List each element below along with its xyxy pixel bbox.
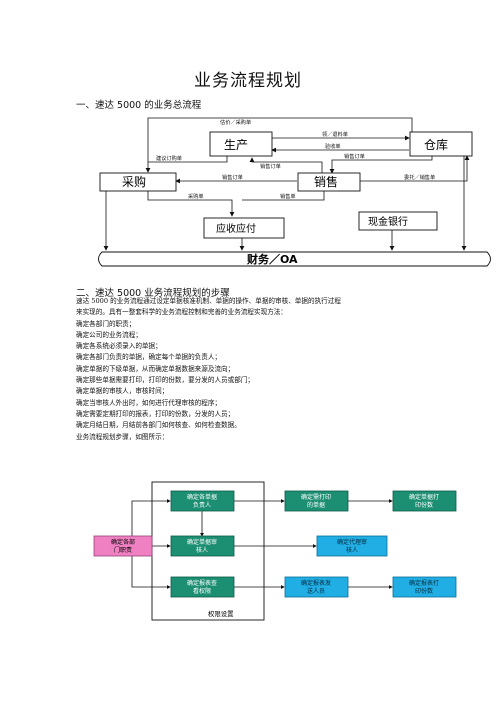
label-consign-sales: 委托／销售单 <box>404 173 435 181</box>
node-row3-b-line: 送人员 <box>307 587 325 595</box>
node-row3-a-line: 看权限 <box>193 587 211 595</box>
node-row3-a-box <box>170 576 235 598</box>
label-sales-order-left: 销售订单 <box>222 173 243 181</box>
node-finance-oa: 财务／OA <box>246 252 298 266</box>
node-cash-bank-box <box>358 211 438 231</box>
step-item: 确定当审核人外出时，如何进行代理审核的程序； <box>76 398 222 407</box>
step-item: 确定单据的审核人，审核时间； <box>76 387 169 396</box>
node-row2-a-line: 确定单据审 <box>187 538 217 546</box>
node-row3-a-line: 确定报表查 <box>187 579 217 587</box>
node-start-line: 门职责 <box>114 546 132 554</box>
node-production-box <box>209 131 273 157</box>
step-item: 确定单据的下级单据，从而确定单据数据来源及流向； <box>76 364 235 373</box>
node-warehouse-box <box>409 131 473 157</box>
permission-frame-label: 权限设置 <box>208 609 234 618</box>
node-ar-ap: 应收应付 <box>216 222 256 235</box>
node-row1-a-line: 确定各单据 <box>187 493 217 501</box>
node-purchase: 采购 <box>122 174 146 189</box>
step-item: 确定那些单据需要打印，打印的份数，要分发的人员或部门； <box>76 376 255 385</box>
node-row1-b-line: 确定需打印 <box>301 493 331 501</box>
section-heading-2: 二、速达 5000 业务流程规划的步骤 <box>76 288 230 299</box>
step-item: 确定公司的业务流程； <box>76 330 142 339</box>
node-row1-a-line: 负责人 <box>193 501 211 509</box>
section-2-body: 速达 5000 的业务流程通过设定单据核准机制、单据的操作、单据的审核、单据的执… <box>76 296 426 443</box>
node-row3-c-box <box>392 576 457 598</box>
label-sales-order-mid: 销售订单 <box>260 162 281 170</box>
node-row2-b-line: 确定代理审 <box>337 538 367 546</box>
node-start-box <box>93 535 153 557</box>
step-item: 确定各部门的职责； <box>76 319 136 328</box>
node-sales-box <box>297 172 361 192</box>
planning-steps-diagram: 权限设置 确定各部 门职责 确定各单据 负责人 确定需打印 的单据 确定单据打 … <box>93 481 457 621</box>
node-row1-c-line: 印份数 <box>415 501 433 509</box>
node-row2-a-box <box>170 535 235 557</box>
node-row1-a-box <box>170 490 235 512</box>
step-item: 确定月结日期，月结前各部门如何核查、如何检查数据。 <box>76 421 241 430</box>
node-row2-a-line: 核人 <box>196 546 208 554</box>
node-warehouse: 仓库 <box>424 137 448 152</box>
node-row3-b-box <box>284 576 349 598</box>
node-row3-c-line: 确定报表打 <box>409 579 439 587</box>
section-heading-1: 一、速达 5000 的业务总流程 <box>76 100 202 111</box>
node-row2-b-box <box>316 535 388 557</box>
node-row2-b-line: 核人 <box>346 546 358 554</box>
node-row3-c-line: 印份数 <box>415 587 433 595</box>
node-row3-b-line: 确定报表发 <box>301 579 331 587</box>
intro-line: 速达 5000 的业务流程通过设定单据核准机制、单据的操作、单据的审核、单据的执… <box>76 297 341 305</box>
node-production: 生产 <box>224 138 248 152</box>
node-ar-ap-box <box>203 217 285 239</box>
page-title: 业务流程规划 <box>194 71 302 91</box>
business-flow-diagram: 财务／OA 生产 仓库 采购 销售 现金银行 应收应付 估价／采购单 领／退料单… <box>98 117 491 267</box>
label-sales-doc: 销售单 <box>280 192 296 200</box>
label-receipt: 验收单 <box>325 142 341 150</box>
node-sales: 销售 <box>314 174 338 189</box>
node-row1-b-line: 的单据 <box>307 501 325 509</box>
node-start-line: 确定各部 <box>111 538 135 546</box>
intro-line: 来实现的。具有一整套科学的业务流程控制和完善的业务流程实现方法： <box>76 308 287 317</box>
finance-bar <box>98 251 491 267</box>
label-suggest-order: 建议订购单 <box>156 154 182 162</box>
step-item: 确定需要定期打印的报表，打印的份数，分发的人员； <box>76 409 235 418</box>
figure-intro: 业务流程规划步骤，如图所示： <box>76 432 169 441</box>
node-row1-c-box <box>392 490 457 512</box>
step-item: 确定各部门负责的单据，确定每个单据的负责人； <box>76 353 222 362</box>
node-row1-c-line: 确定单据打 <box>409 493 439 501</box>
label-sales-order-top: 销售订单 <box>344 152 365 160</box>
label-estimate-po: 估价／采购单 <box>220 118 251 126</box>
node-purchase-box <box>99 172 177 192</box>
label-purchase-doc: 采购单 <box>188 192 204 200</box>
label-pick-material: 领／退料单 <box>322 130 348 138</box>
step-item: 确定各系统必须录入的单据； <box>76 342 162 351</box>
node-cash-bank: 现金银行 <box>368 215 408 228</box>
node-row1-b-box <box>284 490 349 512</box>
